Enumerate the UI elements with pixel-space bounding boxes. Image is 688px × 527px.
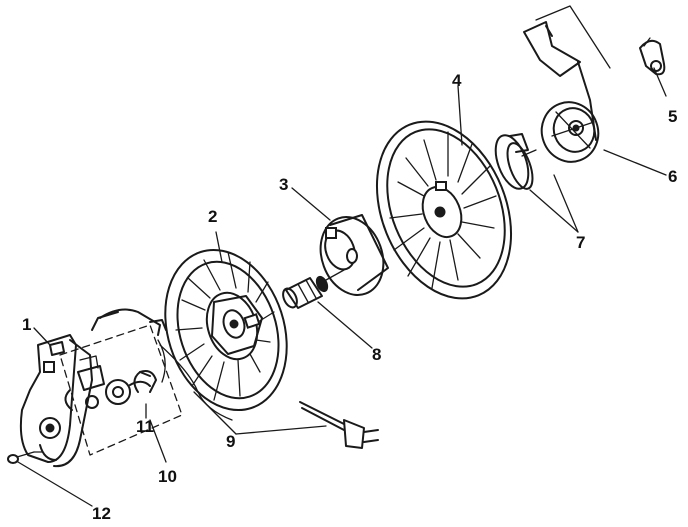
part-3-hub	[319, 214, 389, 296]
callout-2: 2	[208, 207, 217, 226]
callout-labels: 1 2 3 4 5 6 7 8 9 10 11 12	[22, 71, 677, 523]
callout-8: 8	[372, 345, 381, 364]
callout-7: 7	[576, 233, 585, 252]
part-1-housing	[19, 334, 99, 468]
callout-6: 6	[668, 167, 677, 186]
callout-12: 12	[92, 504, 111, 523]
part-12-screw	[7, 451, 43, 464]
callout-4: 4	[452, 71, 462, 90]
callout-1: 1	[22, 315, 31, 334]
callout-9: 9	[226, 432, 235, 451]
part-7-washers	[494, 133, 537, 190]
callout-11: 11	[136, 417, 154, 436]
part-10-subassembly	[59, 308, 183, 456]
callout-5: 5	[668, 107, 677, 126]
part-11-clip	[133, 371, 151, 419]
part-9-cord-plug	[159, 344, 379, 449]
callout-3: 3	[279, 175, 288, 194]
callout-10: 10	[158, 467, 177, 486]
part-8-bushing	[282, 269, 345, 309]
part-6-rotor	[540, 101, 600, 163]
leader-lines	[17, 67, 667, 507]
part-2-rear-disc	[164, 248, 288, 412]
part-4-front-disc	[375, 120, 513, 300]
part-5-bracket-clip	[523, 5, 666, 141]
